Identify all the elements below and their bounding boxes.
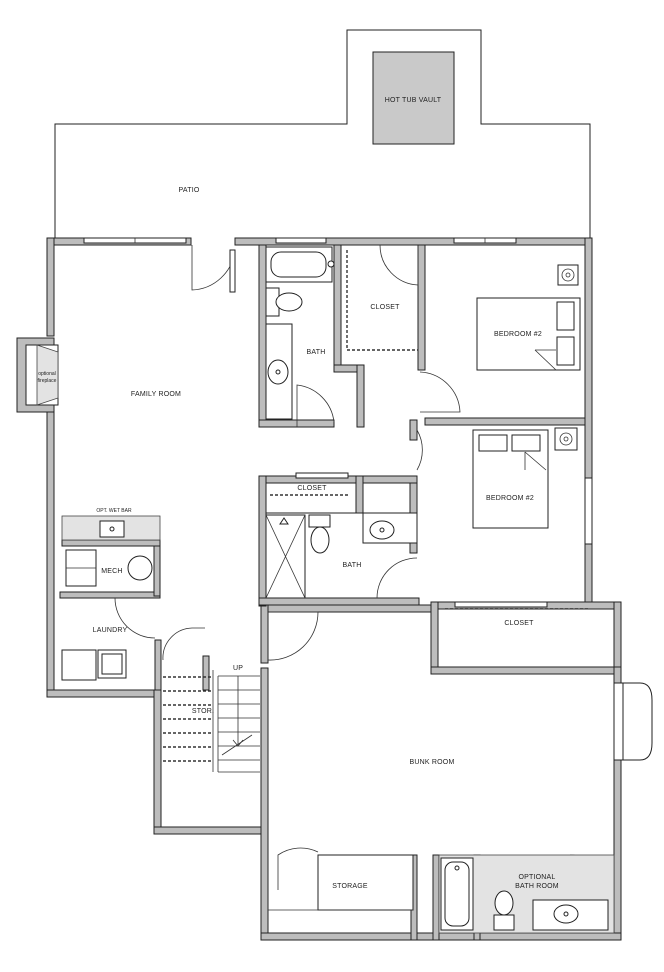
label-laundry: LAUNDRY (93, 627, 128, 634)
laundry-appliances (61, 649, 127, 681)
top-windows (83, 237, 517, 244)
label-up: UP (233, 665, 243, 672)
label-bedroom-lower: BEDROOM #2 (486, 495, 534, 502)
label-bunk-room: BUNK ROOM (410, 759, 455, 766)
bedroom-window (584, 477, 593, 545)
hot-tub-vault (372, 51, 455, 145)
bath-upper-fixtures (265, 246, 335, 420)
mech-equipment (65, 549, 153, 587)
label-closet-hall: CLOSET (297, 485, 327, 492)
stairs (163, 670, 260, 773)
storage-room (268, 854, 414, 911)
bath-lower-fixtures (265, 512, 418, 599)
label-fireplace-line1: optional (38, 371, 56, 377)
label-mech: MECH (101, 568, 122, 575)
optional-bath-fixtures (438, 854, 615, 934)
bunk-bay-window (613, 682, 653, 761)
bedroom-upper-furniture (476, 264, 581, 371)
label-bedroom-upper: BEDROOM #2 (494, 331, 542, 338)
fireplace (16, 337, 59, 413)
label-hot-tub-vault: HOT TUB VAULT (385, 97, 442, 104)
label-closet-upper: CLOSET (370, 304, 400, 311)
label-fireplace-line2: fireplace (38, 378, 57, 384)
label-bath-lower: BATH (343, 562, 362, 569)
label-storage: STORAGE (332, 883, 368, 890)
label-bath-upper: BATH (307, 349, 326, 356)
bedroom-lower-furniture (472, 427, 578, 529)
closet-hall (265, 472, 357, 514)
wet-bar (61, 515, 161, 541)
label-family-room: FAMILY ROOM (131, 391, 181, 398)
closet-bottom (437, 601, 615, 668)
label-patio: PATIO (179, 187, 200, 194)
label-optional-bath-line2: BATH ROOM (515, 883, 559, 890)
label-stor: STOR. (192, 708, 214, 715)
patio-outline (54, 29, 591, 240)
label-closet-bottom: CLOSET (504, 620, 534, 627)
closet-upper-rod (346, 250, 418, 351)
label-wet-bar: OPT. WET BAR (96, 508, 132, 514)
label-optional-bath-line1: OPTIONAL (519, 874, 556, 881)
